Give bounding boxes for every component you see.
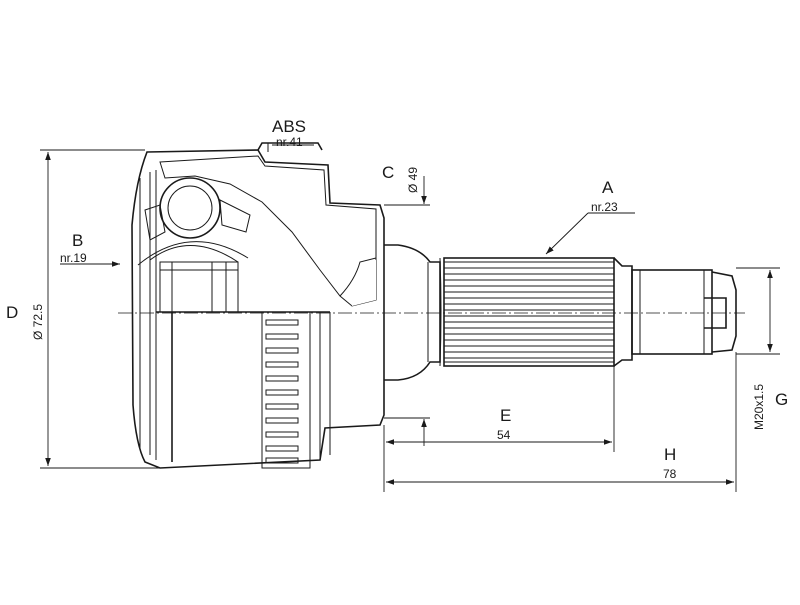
label-abs: ABS <box>272 117 306 136</box>
label-b-value: nr.19 <box>60 251 87 265</box>
dimension-d <box>40 149 160 469</box>
label-c-value: Ø 49 <box>406 167 420 193</box>
label-abs-value: nr.41 <box>276 135 303 149</box>
label-h: H <box>664 445 676 464</box>
label-d: D <box>6 303 18 322</box>
label-h-value: 78 <box>663 467 677 481</box>
spline-section <box>439 257 633 367</box>
label-a-value: nr.23 <box>591 200 618 214</box>
dimension-c <box>384 176 430 446</box>
label-a: A <box>602 178 614 197</box>
dimension-h <box>386 352 737 492</box>
dimension-e <box>383 366 615 492</box>
lower-body <box>156 311 331 462</box>
housing-section-hatch <box>159 155 377 307</box>
label-g: G <box>775 390 788 409</box>
label-e-value: 54 <box>497 428 511 442</box>
threaded-end <box>631 269 737 355</box>
abs-ring <box>261 311 311 469</box>
stub-shaft <box>384 244 441 381</box>
callout-a <box>545 212 635 255</box>
label-e: E <box>500 406 511 425</box>
outer-housing <box>131 142 385 469</box>
label-b: B <box>72 231 83 250</box>
label-g-value: M20x1.5 <box>752 384 766 430</box>
dimension-g <box>736 267 780 355</box>
label-c: C <box>382 163 394 182</box>
label-d-value: Ø 72.5 <box>31 304 45 340</box>
ball-cage <box>137 177 251 312</box>
